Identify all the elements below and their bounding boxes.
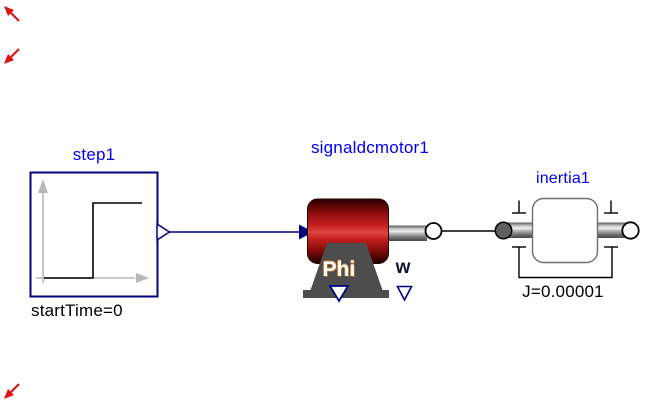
annotation-arrow-top-left-icon xyxy=(4,6,20,22)
annotation-arrow-left-icon xyxy=(4,48,20,64)
motor-name-label: signaldcmotor1 xyxy=(310,138,430,157)
motor-input-connector[interactable] xyxy=(299,224,314,240)
motor-phi-port-label: Phi xyxy=(322,258,356,281)
step-output-connector[interactable] xyxy=(156,222,171,242)
inertia-right-flange-connector[interactable] xyxy=(621,221,640,240)
motor-shaft xyxy=(387,225,427,241)
inertia-right-shaft xyxy=(597,222,630,238)
inertia-icon[interactable] xyxy=(494,197,640,279)
step-name-label: step1 xyxy=(72,145,116,164)
inertia-bearing-marks xyxy=(512,200,618,279)
motor-w-port-label: w xyxy=(395,257,411,278)
inertia-name-label: inertia1 xyxy=(535,170,591,187)
dc-motor-icon[interactable] xyxy=(303,198,443,303)
annotation-arrow-bottom-left-icon xyxy=(4,383,20,399)
inertia-body xyxy=(531,197,599,264)
inertia-left-flange-connector[interactable] xyxy=(494,221,513,240)
signal-connection-line[interactable] xyxy=(169,224,314,240)
motor-flange-connector[interactable] xyxy=(424,222,443,240)
step-block-icon[interactable] xyxy=(29,171,159,298)
step-parameter-label: startTime=0 xyxy=(31,301,123,320)
step-signal-icon xyxy=(36,179,149,283)
motor-stand xyxy=(303,243,389,298)
motor-phi-output-connector[interactable] xyxy=(328,285,350,303)
motor-w-output-connector[interactable] xyxy=(396,285,413,302)
inertia-parameter-label: J=0.00001 xyxy=(522,282,604,301)
